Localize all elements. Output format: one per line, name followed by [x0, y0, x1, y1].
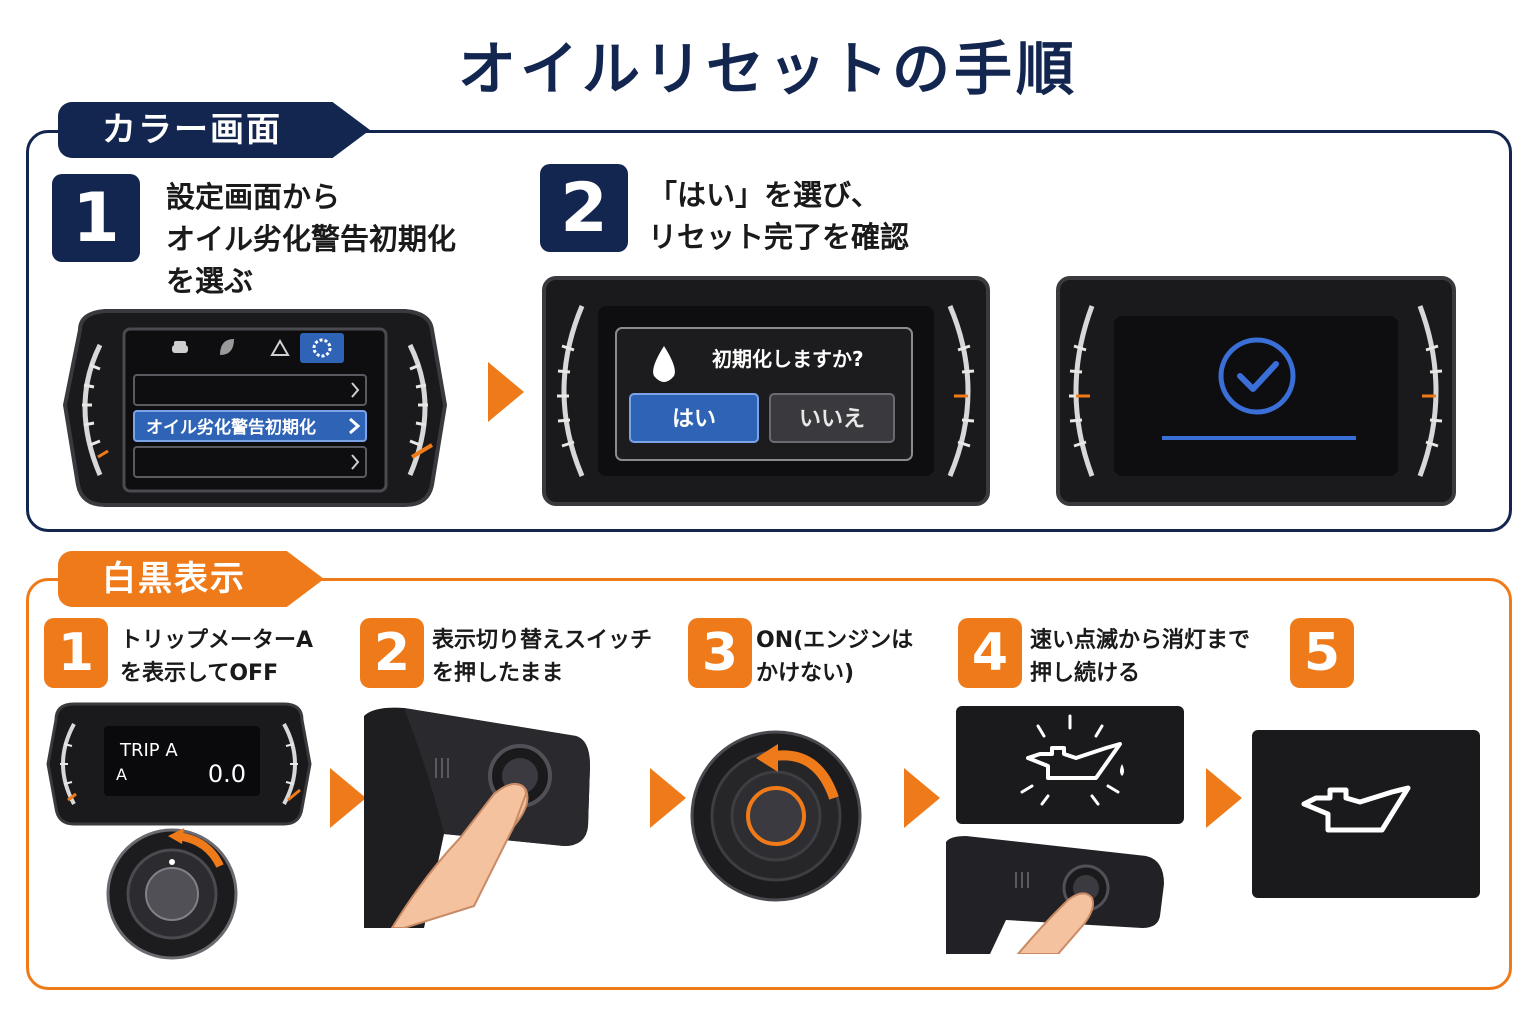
mono-display-tab: 白黒表示 — [58, 551, 324, 607]
color-step2-badge: 2 — [540, 164, 628, 252]
no-button: いいえ — [799, 407, 865, 432]
gear-icon — [312, 338, 332, 358]
ignition-knob-on — [690, 730, 862, 902]
oil-lamp-off — [1252, 730, 1480, 898]
color-step1-text: 設定画面から オイル劣化警告初期化 を選ぶ — [166, 176, 456, 302]
color-step1-line3: を選ぶ — [166, 264, 254, 298]
cluster-reset-complete — [1056, 276, 1456, 506]
mono-step3-text: ON(エンジンは かけない) — [756, 624, 913, 690]
yes-button: はい — [672, 407, 716, 432]
mono-step4-line2: 押し続ける — [1030, 661, 1141, 686]
color-step1-line1: 設定画面から — [166, 180, 341, 214]
car-icon — [172, 341, 188, 353]
oil-can-icon — [1026, 742, 1122, 780]
color-screen-tab: カラー画面 — [58, 102, 370, 158]
color-step2-line1: 「はい」を選び、 — [648, 178, 881, 212]
mono-step3-line1: ON(エンジンは — [756, 628, 914, 653]
mono-step2-badge: 2 — [360, 618, 424, 688]
arrow-mono-1 — [330, 768, 366, 828]
color-step1-line2: オイル劣化警告初期化 — [166, 222, 457, 256]
mono-step1-text: トリップメーターA を表示してOFF — [120, 624, 313, 690]
arrow-mono-4 — [1206, 768, 1242, 828]
arrow-color-1 — [488, 362, 524, 422]
mono-step1-badge: 1 — [44, 618, 108, 688]
trip-a-sub: A — [116, 765, 127, 784]
warning-icon — [270, 338, 290, 356]
mono-step2-line2: を押したまま — [432, 661, 564, 686]
oil-lamp-flashing — [956, 706, 1184, 824]
check-circle-icon — [1218, 337, 1296, 415]
cluster-settings-menu: オイル劣化警告初期化 — [62, 309, 448, 507]
press-switch-small — [946, 836, 1164, 954]
mono-step3-line2: かけない) — [756, 661, 855, 686]
mono-step1-line2: を表示してOFF — [120, 661, 279, 686]
color-step1-badge: 1 — [52, 174, 140, 262]
mono-step2-line1: 表示切り替えスイッチ — [432, 628, 653, 653]
mono-step4-text: 速い点滅から消灯まで 押し続ける — [1030, 624, 1250, 690]
mono-step3-badge: 3 — [688, 618, 752, 688]
mono-step2-text: 表示切り替えスイッチ を押したまま — [432, 624, 652, 690]
mono-step1-line1: トリップメーターA — [120, 628, 314, 653]
mono-step4-line1: 速い点滅から消灯まで — [1030, 628, 1251, 653]
arrow-mono-3 — [904, 768, 940, 828]
mono-step5-badge: 5 — [1290, 618, 1354, 688]
menu-item-oil-reset: オイル劣化警告初期化 — [146, 417, 316, 438]
page-title: オイルリセットの手順 — [457, 35, 1078, 103]
dialog-title: 初期化しますか? — [712, 347, 864, 371]
trip-a-label: TRIP A — [119, 740, 178, 761]
cluster-confirm-dialog: 初期化しますか? はい いいえ — [542, 276, 990, 506]
trip-a-cluster: TRIP A A 0.0 — [46, 702, 312, 826]
color-step2-line2: リセット完了を確認 — [648, 220, 910, 254]
arrow-mono-2 — [650, 768, 686, 828]
mono-step4-badge: 4 — [958, 618, 1022, 688]
leaf-icon — [220, 339, 234, 355]
trip-a-value: 0.0 — [208, 760, 246, 788]
press-switch-illustration — [364, 707, 590, 928]
color-step2-text: 「はい」を選び、 リセット完了を確認 — [648, 174, 909, 258]
oil-drop-icon — [653, 346, 675, 382]
oil-can-icon — [1301, 785, 1411, 833]
ignition-knob-off — [106, 828, 238, 960]
